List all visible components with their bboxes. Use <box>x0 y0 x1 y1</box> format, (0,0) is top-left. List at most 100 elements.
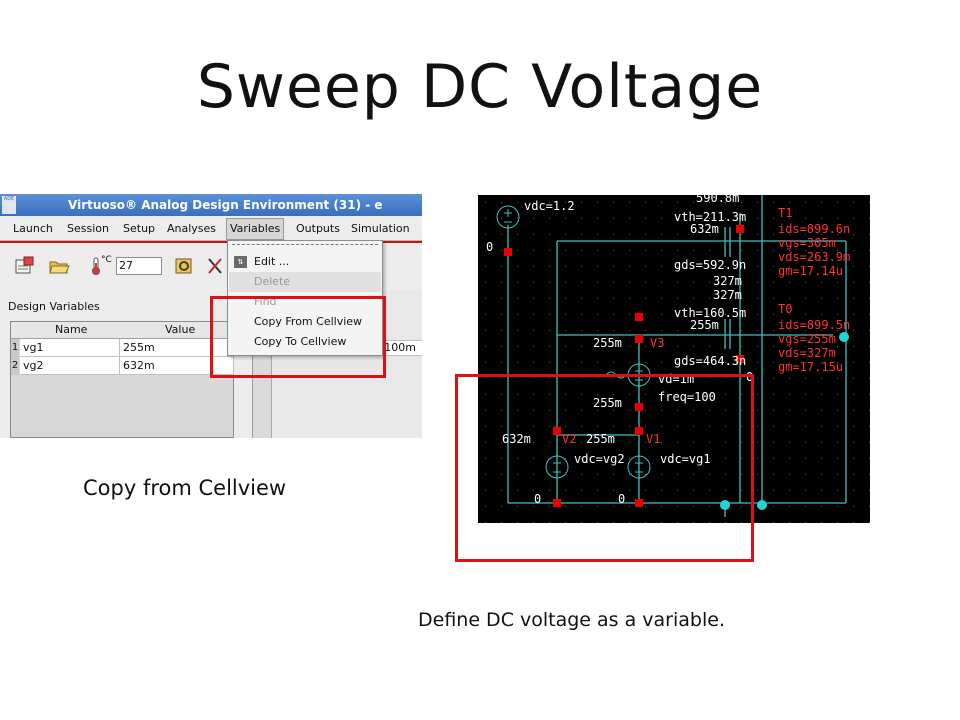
row-number: 2 <box>11 357 19 375</box>
menubar-accent-line <box>0 241 422 243</box>
t0-param: gm=17.15u <box>778 360 843 374</box>
edit-icon: ⇅ <box>234 256 247 268</box>
t0-param: vds=327m <box>778 346 836 360</box>
node-voltage: 255m <box>593 396 622 410</box>
variable-name-cell[interactable]: vg2 <box>20 357 120 375</box>
window-title: Virtuoso® Analog Design Environment (31)… <box>68 198 383 212</box>
pin-marker <box>635 427 643 435</box>
junction-dot <box>839 332 849 342</box>
t0-vth: vth=160.5m <box>674 306 746 320</box>
variable-name-cell[interactable]: vg1 <box>20 339 120 357</box>
menu-outputs[interactable]: Outputs <box>296 222 340 235</box>
node-voltage: 327m <box>713 274 742 288</box>
design-variables-table: Name Value 1 vg1 255m 2 vg2 632m <box>10 321 235 438</box>
voltage-source-v2 <box>545 455 569 479</box>
v1-name: V1 <box>646 432 660 446</box>
menu-tearoff[interactable] <box>232 244 378 245</box>
menu-item-delete[interactable]: Delete <box>229 272 381 292</box>
pin-marker <box>635 499 643 507</box>
v2-vdc: vdc=vg2 <box>574 452 625 466</box>
junction-dot <box>757 500 767 510</box>
junction-dots <box>720 332 849 510</box>
junction-dot <box>720 500 730 510</box>
t1-param: gm=17.14u <box>778 264 843 278</box>
menu-setup[interactable]: Setup <box>123 222 156 235</box>
table-row[interactable]: 2 vg2 632m <box>11 357 235 375</box>
menu-variables[interactable]: Variables <box>226 218 285 240</box>
t0-gds: gds=464.3n <box>674 354 746 368</box>
analysis-value: 100m <box>384 341 416 354</box>
setup-icon[interactable] <box>174 256 196 276</box>
voltage-source-v1 <box>627 455 651 479</box>
temperature-unit: °C <box>101 255 112 265</box>
run-icon[interactable] <box>206 256 228 276</box>
ground-label: 0 <box>746 370 753 384</box>
highlight-box-sources <box>455 374 754 562</box>
v3-name: V3 <box>650 336 664 350</box>
pin-marker <box>736 225 744 233</box>
ground-label: 0 <box>486 240 493 254</box>
ground-label: 0 <box>534 492 541 506</box>
node-voltage: 255m <box>586 432 615 446</box>
highlight-box-copy-menu <box>210 296 386 378</box>
t1-param: vgs=305m <box>778 236 836 250</box>
node-voltage: 255m <box>593 336 622 350</box>
t1-param: vds=263.9m <box>778 250 850 264</box>
menu-item-copy-from-cellview[interactable]: Copy From Cellview <box>254 315 363 328</box>
variable-value-cell[interactable]: 255m <box>120 339 234 357</box>
pin-marker <box>553 427 561 435</box>
row-number: 1 <box>11 339 19 357</box>
node-voltage: 632m <box>502 432 531 446</box>
caption-copy-from-cellview: Copy from Cellview <box>83 476 287 500</box>
schematic-grid <box>478 195 870 523</box>
window-titlebar: ADE Virtuoso® Analog Design Environment … <box>0 194 422 216</box>
pin-marker <box>635 335 643 343</box>
node-voltage: 255m <box>690 318 719 332</box>
ade-logo-icon: ADE <box>2 196 16 214</box>
menu-analyses[interactable]: Analyses <box>167 222 217 235</box>
menu-item-edit[interactable]: ⇅ Edit ... <box>229 252 381 272</box>
t1-vth: vth=211.3m <box>674 210 746 224</box>
column-header-name: Name <box>55 323 88 336</box>
menu-simulation[interactable]: Simulation <box>351 222 410 235</box>
node-voltage: 632m <box>690 222 719 236</box>
node-voltage: 590.8m <box>696 195 739 205</box>
node-voltage: 327m <box>713 288 742 302</box>
variable-value-cell[interactable]: 632m <box>120 357 234 375</box>
t1-gds: gds=592.9n <box>674 258 746 272</box>
t1-param: ids=899.6n <box>778 222 850 236</box>
toolbar: °C 27 <box>0 250 422 284</box>
ground-label: 0 <box>618 492 625 506</box>
v3-freq: freq=100 <box>658 390 716 404</box>
pin-marker <box>504 248 512 256</box>
schematic-view: vdc=1.2 0 590.8m vth=211.3m 632m gds=592… <box>478 195 870 523</box>
v1-vdc: vdc=vg1 <box>660 452 711 466</box>
vdd-label: vdc=1.2 <box>524 199 575 213</box>
menu-item-copy-to-cellview[interactable]: Copy To Cellview <box>254 335 347 348</box>
t0-param: ids=899.5n <box>778 318 850 332</box>
design-variables-label: Design Variables <box>8 300 100 313</box>
ade-window: ADE Virtuoso® Analog Design Environment … <box>0 194 422 438</box>
pin-marker <box>635 403 643 411</box>
folder-open-icon[interactable] <box>48 256 70 276</box>
temperature-input[interactable]: 27 <box>116 257 162 275</box>
voltage-source-vdd <box>496 205 520 229</box>
menubar: Launch Session Setup Analyses Variables … <box>0 218 422 241</box>
pin-marker <box>736 355 744 363</box>
caption-define-dc-voltage: Define DC voltage as a variable. <box>418 609 725 631</box>
slide-title: Sweep DC Voltage <box>196 52 764 122</box>
t0-name: T0 <box>778 302 792 316</box>
menu-session[interactable]: Session <box>67 222 109 235</box>
t0-param: vgs=255m <box>778 332 836 346</box>
thermometer-icon <box>92 257 100 275</box>
table-header: Name Value <box>11 322 235 339</box>
menu-launch[interactable]: Launch <box>13 222 53 235</box>
pin-marker <box>553 499 561 507</box>
menu-item-label: Edit ... <box>254 255 290 268</box>
v2-name: V2 <box>562 432 576 446</box>
column-header-value: Value <box>165 323 196 336</box>
pin-marker <box>635 313 643 321</box>
session-icon[interactable] <box>14 256 36 276</box>
table-row[interactable]: 1 vg1 255m <box>11 339 235 357</box>
pins <box>504 225 744 507</box>
